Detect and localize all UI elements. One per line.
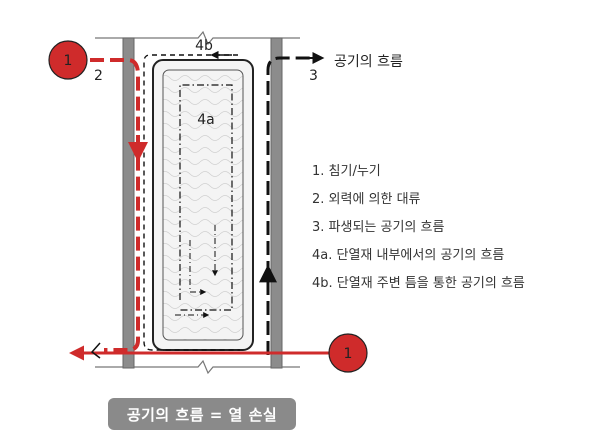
wall-top-line (95, 30, 300, 46)
callout-1-top (48, 40, 88, 80)
label-2: 2 (94, 68, 103, 84)
wall-bottom-line (95, 359, 300, 375)
stud-left (122, 37, 135, 369)
flow-4b-loop (143, 54, 240, 351)
callout-1-bottom (328, 333, 368, 373)
legend-item-2: 2. 외력에 의한 대류 (312, 192, 421, 207)
callout-1-top-text: 1 (64, 53, 73, 69)
label-3: 3 (309, 68, 318, 84)
legend-item-4a: 4a. 단열재 내부에서의 공기의 흐름 (312, 248, 505, 263)
callout-1-bottom-text: 1 (344, 346, 353, 362)
legend-item-3: 3. 파생되는 공기의 흐름 (312, 220, 445, 235)
flow-2-path (90, 58, 140, 352)
legend-item-1: 1. 침기/누기 (312, 164, 381, 179)
label-4a: 4a (197, 112, 215, 128)
label-4b: 4b (195, 38, 213, 54)
flow-3-path (266, 56, 312, 355)
stud-right (270, 37, 283, 369)
legend-item-4b: 4b. 단열재 주변 틈을 통한 공기의 흐름 (312, 276, 525, 291)
flow-4a-loop (179, 84, 233, 311)
flow-caption: 공기의 흐름 (334, 54, 403, 70)
footer-badge: 공기의 흐름 = 열 손실 (108, 398, 296, 430)
